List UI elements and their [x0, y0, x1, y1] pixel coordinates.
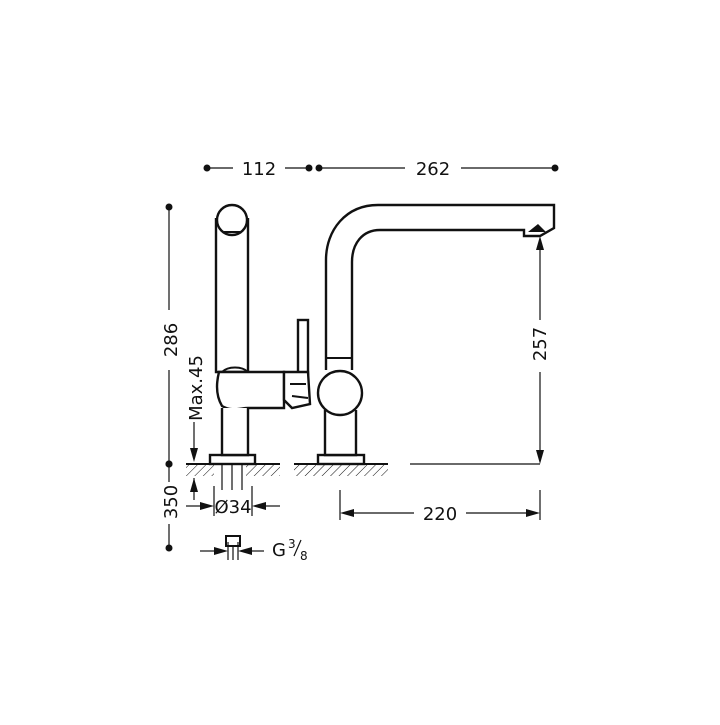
faucet-body-block [215, 370, 286, 411]
dimension-endpoint [165, 544, 173, 552]
dimension-endpoint [551, 164, 559, 172]
dimension-112-label: 112 [242, 159, 276, 180]
countertop-hatch-right [294, 464, 388, 476]
spout-neck [323, 410, 358, 457]
dimension-220: 220 [339, 490, 541, 525]
countertop [186, 463, 540, 476]
thread-fraction-denominator: 8 [300, 549, 308, 563]
handle-knob [282, 370, 312, 410]
dimension-257: 257 [530, 236, 551, 464]
arrowhead [340, 509, 354, 517]
dimension-max-45: Max.45 [186, 355, 207, 500]
thread-fraction-numerator: 3 [288, 537, 296, 551]
dimension-257-label: 257 [530, 327, 551, 361]
arrowhead [252, 502, 266, 510]
dimension-diameter-label: Ø34 [214, 497, 251, 518]
arrowhead [526, 509, 540, 517]
countertop-hatch-left [186, 464, 214, 476]
dimension-220-label: 220 [423, 504, 457, 525]
dimension-endpoint [305, 164, 313, 172]
handle-detail-line [291, 395, 309, 399]
dimension-112: 112 [203, 159, 313, 180]
arrowhead [214, 547, 228, 555]
dimension-diameter-34: Ø34 [186, 486, 280, 518]
faucet-base-plate [208, 453, 257, 466]
spout-tube [324, 203, 556, 370]
arrowhead [536, 450, 544, 464]
dimension-350-label: 350 [161, 485, 182, 519]
aerator-tip [528, 224, 546, 232]
arrowhead [238, 547, 252, 555]
lever-column [214, 218, 250, 374]
spout-faucet-body [316, 203, 556, 466]
spout-base-plate [316, 453, 366, 466]
fraction-slash [293, 539, 302, 557]
body-contour [221, 366, 249, 373]
dimension-262: 262 [315, 159, 559, 180]
dimension-350: 350 [161, 460, 182, 552]
faucet-neck [220, 408, 250, 457]
spout-swivel-ball [316, 369, 364, 417]
thread-label: G [272, 540, 286, 561]
dimension-286-label: 286 [161, 323, 182, 357]
lever-faucet-body [208, 203, 312, 490]
arrowhead [190, 478, 198, 492]
handle-lever [296, 318, 310, 376]
dimension-286: 286 [161, 203, 182, 468]
arrowhead [190, 448, 198, 462]
arrowhead [200, 502, 214, 510]
dimension-262-label: 262 [416, 159, 450, 180]
dimension-max45-label: Max.45 [186, 355, 207, 421]
countertop-hatch-middle [246, 464, 280, 476]
thread-connector: G 3 8 [200, 535, 308, 563]
arrowhead [536, 236, 544, 250]
lever-top-cap [215, 203, 249, 237]
